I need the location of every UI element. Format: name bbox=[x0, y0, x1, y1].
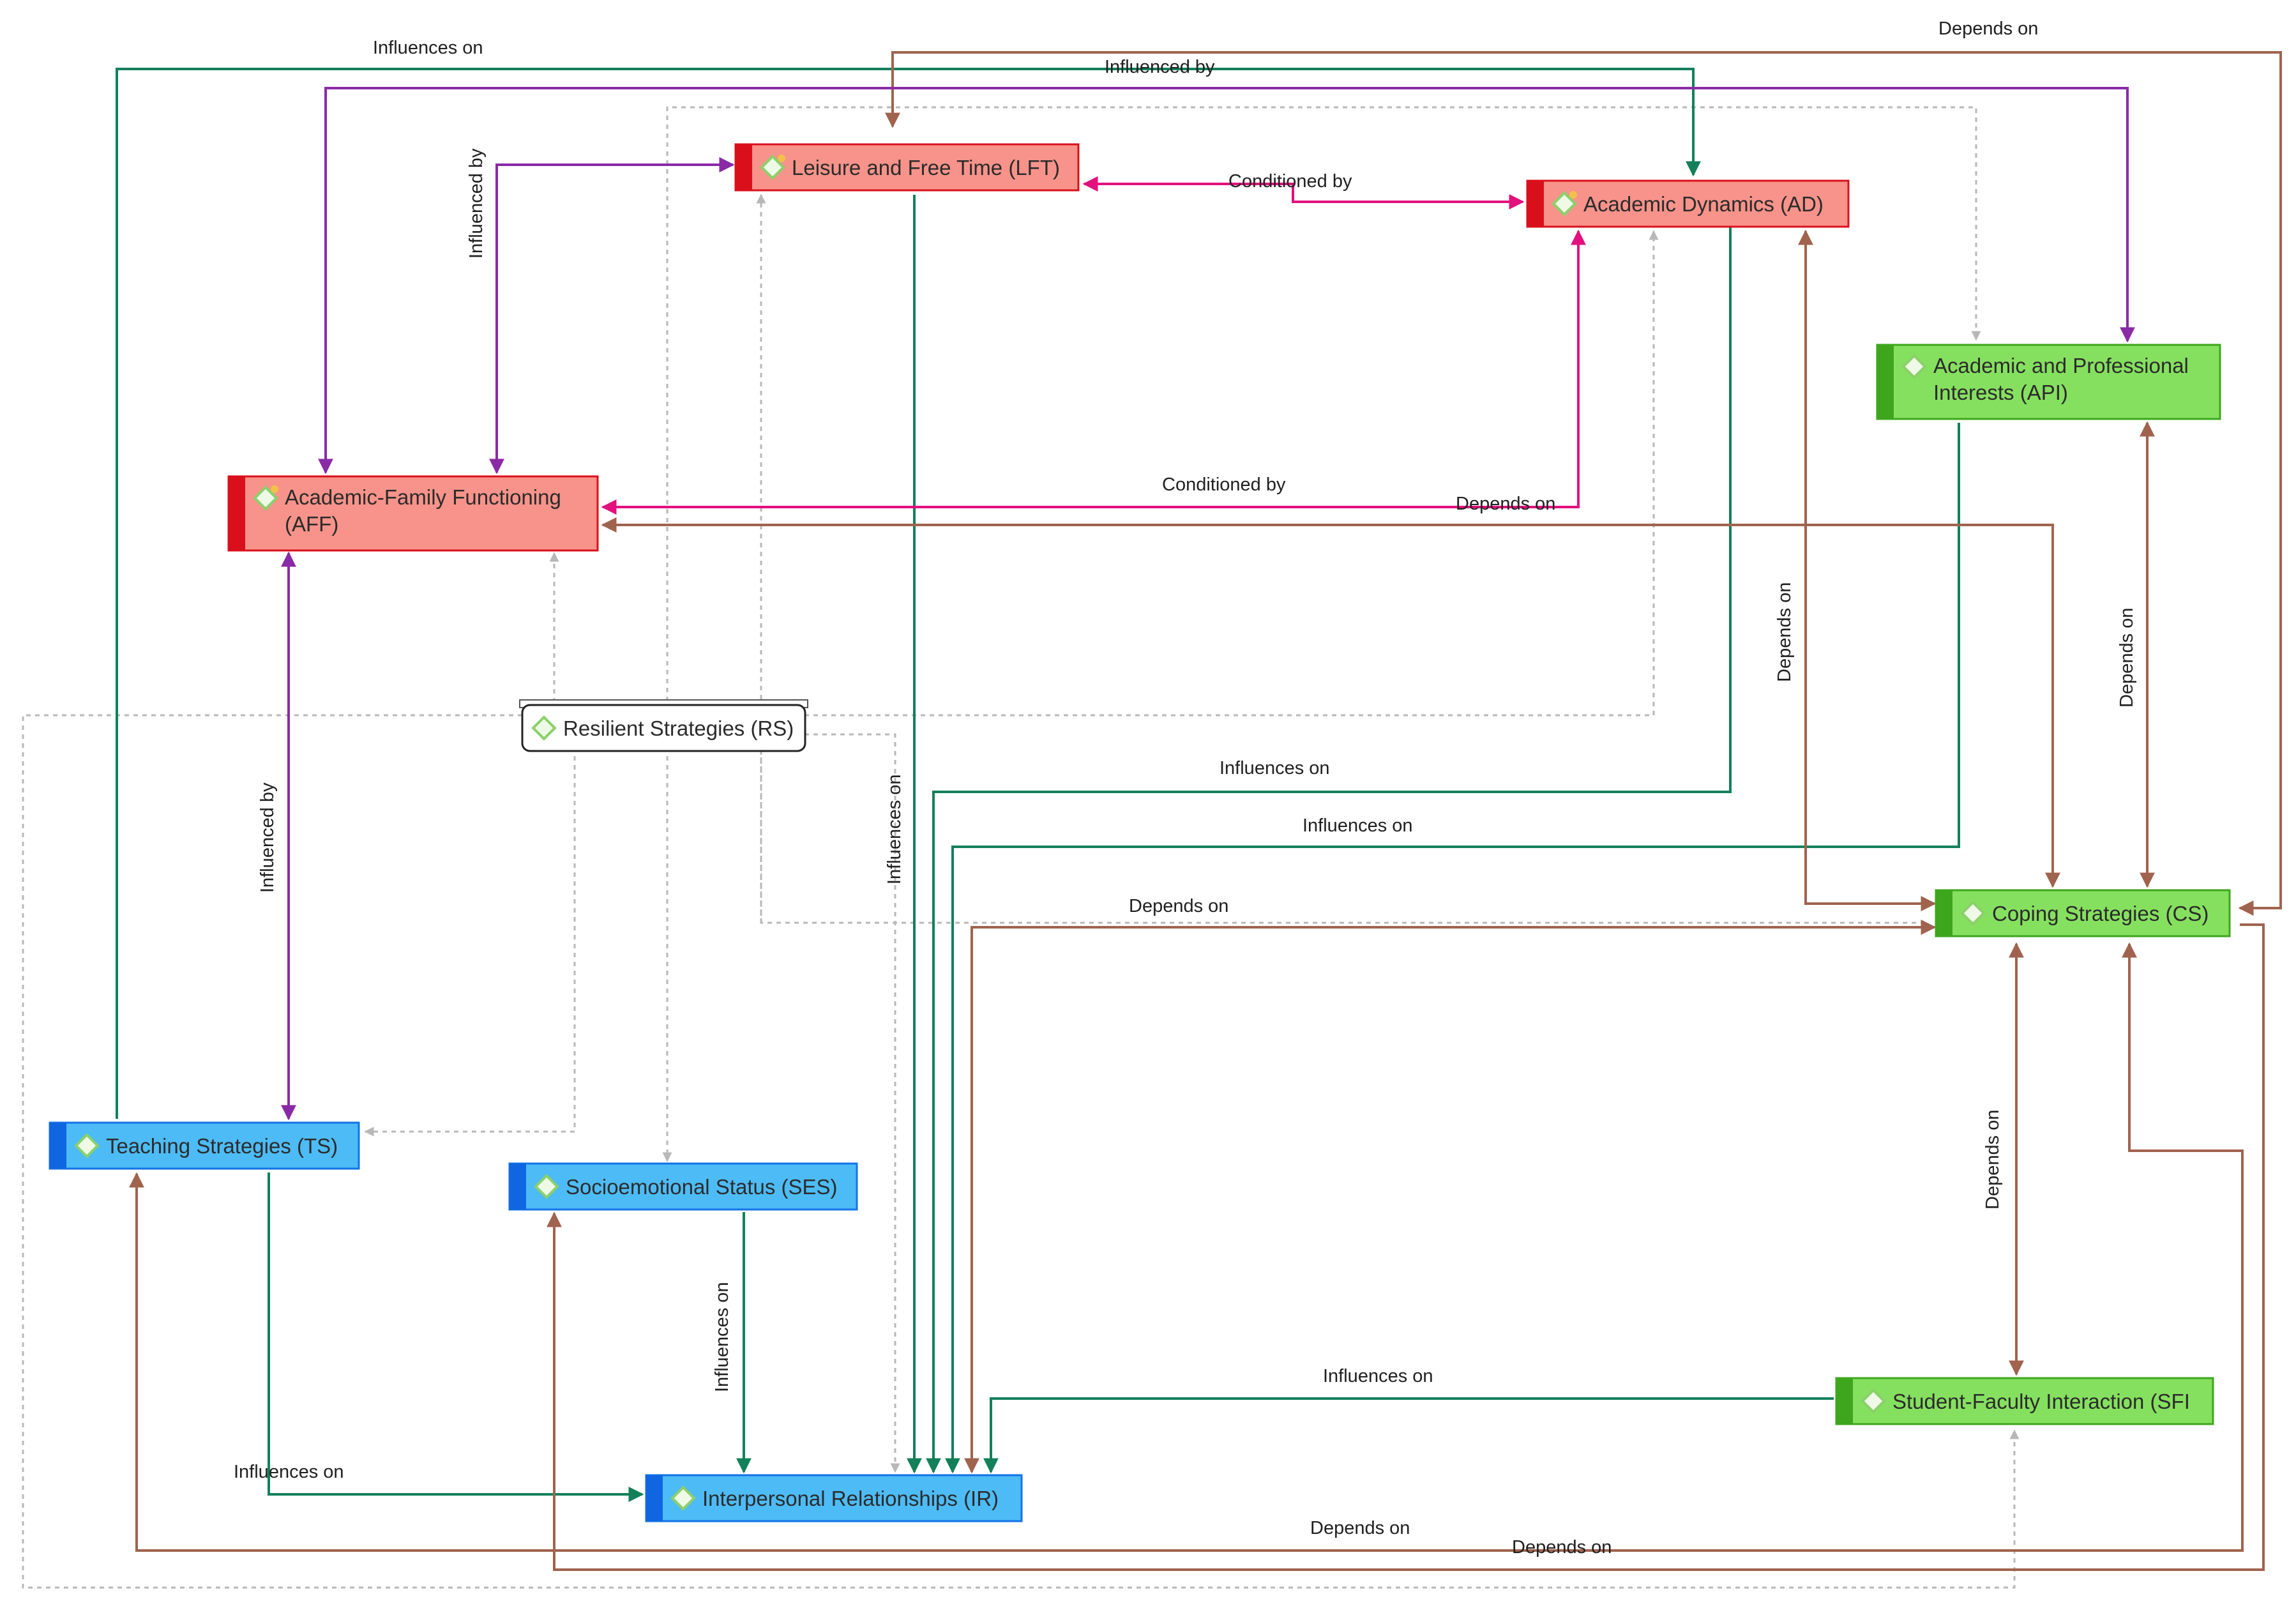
diamond-icon bbox=[534, 1174, 559, 1199]
diamond-icon bbox=[74, 1133, 100, 1158]
node-ses[interactable]: Socioemotional Status (SES) bbox=[508, 1162, 858, 1211]
edge-cs-ir bbox=[964, 920, 1937, 1474]
node-sfi-color-bar bbox=[1836, 1378, 1853, 1424]
node-aff-label-1: (AFF) bbox=[285, 512, 338, 536]
edge-ts-ad bbox=[116, 68, 1701, 1119]
node-ts-color-bar bbox=[50, 1123, 66, 1169]
label-cs-sfi: Depends on bbox=[1983, 1110, 2003, 1210]
edge-ts-ir bbox=[268, 1172, 644, 1502]
diamond-icon bbox=[1901, 354, 1927, 379]
diamond-icon bbox=[531, 715, 557, 741]
label-aff-lft: Influenced by bbox=[466, 148, 487, 259]
flag-dot-icon bbox=[1569, 191, 1577, 199]
label-ad-ir: Influences on bbox=[1220, 758, 1330, 778]
label-aff-ts: Influenced by bbox=[257, 782, 278, 893]
node-ad-box bbox=[1526, 179, 1850, 228]
diamond-icon bbox=[253, 485, 278, 511]
node-api-box bbox=[1876, 344, 2221, 420]
node-sfi-label-0: Student-Faculty Interaction (SFI bbox=[1892, 1390, 2190, 1413]
node-rs-label-0: Resilient Strategies (RS) bbox=[563, 717, 794, 740]
node-ts-label-0: Teaching Strategies (TS) bbox=[106, 1134, 338, 1158]
node-ad-label-0: Academic Dynamics (AD) bbox=[1583, 192, 1824, 216]
node-lft-color-bar bbox=[736, 144, 752, 190]
diamond-icon bbox=[1861, 1388, 1886, 1414]
node-ses-box bbox=[508, 1162, 858, 1211]
label-aff-cs: Depends on bbox=[1456, 494, 1555, 514]
node-api-color-bar bbox=[1877, 345, 1894, 419]
node-lft-box bbox=[734, 143, 1080, 192]
node-api-label-0: Academic and Professional bbox=[1933, 354, 2189, 377]
edge-aff-lft bbox=[489, 157, 735, 474]
node-ts[interactable]: Teaching Strategies (TS) bbox=[49, 1121, 360, 1170]
node-ses-color-bar bbox=[510, 1164, 526, 1210]
node-cs-label-0: Coping Strategies (CS) bbox=[1992, 902, 2209, 925]
influenced-by-connectors bbox=[281, 87, 2135, 1121]
edge-labels: Influences on Depends on Influenced by I… bbox=[234, 19, 2137, 1558]
label-cs-ir: Depends on bbox=[1129, 896, 1228, 916]
label-api-cs: Depends on bbox=[2117, 608, 2137, 708]
label-aff-api: Influenced by bbox=[1105, 57, 1215, 77]
node-sfi[interactable]: Student-Faculty Interaction (SFI bbox=[1835, 1377, 2214, 1425]
conditioned-connectors bbox=[601, 176, 1586, 515]
node-lft-label-0: Leisure and Free Time (LFT) bbox=[792, 156, 1060, 179]
dotted-rs-ir bbox=[804, 733, 900, 1473]
label-lft-ad: Conditioned by bbox=[1228, 171, 1352, 192]
node-ir[interactable]: Interpersonal Relationships (IR) bbox=[645, 1474, 1023, 1522]
nodes-layer: Leisure and Free Time (LFT) Academic Dyna… bbox=[49, 143, 2231, 1522]
edge-aff-api bbox=[318, 87, 2135, 474]
node-api-label-1: Interests (API) bbox=[1933, 381, 2068, 404]
label-ses-ir: Influences on bbox=[712, 1282, 732, 1392]
edge-sfi-ir bbox=[983, 1397, 1834, 1474]
node-ir-box bbox=[645, 1474, 1023, 1522]
edge-api-ir bbox=[945, 423, 1960, 1474]
node-sfi-box bbox=[1835, 1377, 2214, 1425]
label-cs-ts: Depends on bbox=[1310, 1518, 1410, 1538]
label-ad-cs: Depends on bbox=[1774, 582, 1795, 682]
flag-dot-icon bbox=[778, 155, 785, 162]
label-aff-ad: Conditioned by bbox=[1162, 474, 1286, 495]
flag-dot-icon bbox=[271, 485, 278, 493]
node-rs[interactable]: Resilient Strategies (RS) bbox=[519, 699, 808, 752]
edge-cs-ts bbox=[129, 942, 2244, 1552]
diamond-icon bbox=[1960, 900, 1986, 926]
node-lft[interactable]: Leisure and Free Time (LFT) bbox=[734, 143, 1080, 192]
node-ses-label-0: Socioemotional Status (SES) bbox=[566, 1175, 838, 1199]
label-lft-cs: Depends on bbox=[1938, 19, 2038, 39]
node-aff-label-0: Academic-Family Functioning bbox=[285, 485, 561, 509]
edge-cs-ses bbox=[547, 923, 2265, 1571]
label-api-ir: Influences on bbox=[1303, 815, 1413, 836]
label-lft-ir: Influences on bbox=[884, 774, 905, 884]
node-ad-color-bar bbox=[1527, 181, 1544, 227]
diamond-icon bbox=[1552, 191, 1577, 216]
edge-lft-ad bbox=[1082, 176, 1525, 209]
label-ts-ad: Influences on bbox=[373, 38, 483, 58]
dotted-rs-ts bbox=[364, 747, 576, 1137]
dotted-rs-sfi bbox=[22, 714, 2020, 1589]
label-ts-ir: Influences on bbox=[234, 1462, 344, 1482]
node-aff[interactable]: Academic-Family Functioning (AFF) bbox=[227, 475, 599, 552]
edge-ad-cs bbox=[1798, 229, 1937, 911]
edge-lft-cs bbox=[885, 51, 2282, 916]
node-cs[interactable]: Coping Strategies (CS) bbox=[1935, 889, 2231, 937]
node-ad[interactable]: Academic Dynamics (AD) bbox=[1526, 179, 1850, 228]
node-rs-box bbox=[521, 704, 806, 752]
node-ir-color-bar bbox=[646, 1475, 663, 1521]
edge-aff-ad bbox=[601, 229, 1586, 515]
label-sfi-ir: Influences on bbox=[1323, 1366, 1433, 1386]
diamond-icon bbox=[670, 1485, 696, 1511]
edge-ad-ir bbox=[926, 227, 1732, 1474]
influences-connectors bbox=[116, 68, 1960, 1502]
node-ir-label-0: Interpersonal Relationships (IR) bbox=[702, 1487, 999, 1510]
diamond-icon bbox=[760, 155, 785, 180]
node-cs-color-bar bbox=[1936, 890, 1952, 936]
dotted-rs-ad bbox=[804, 230, 1659, 717]
label-cs-ses: Depends on bbox=[1512, 1537, 1612, 1558]
node-aff-color-bar bbox=[229, 476, 245, 550]
edge-aff-cs bbox=[601, 517, 2060, 888]
